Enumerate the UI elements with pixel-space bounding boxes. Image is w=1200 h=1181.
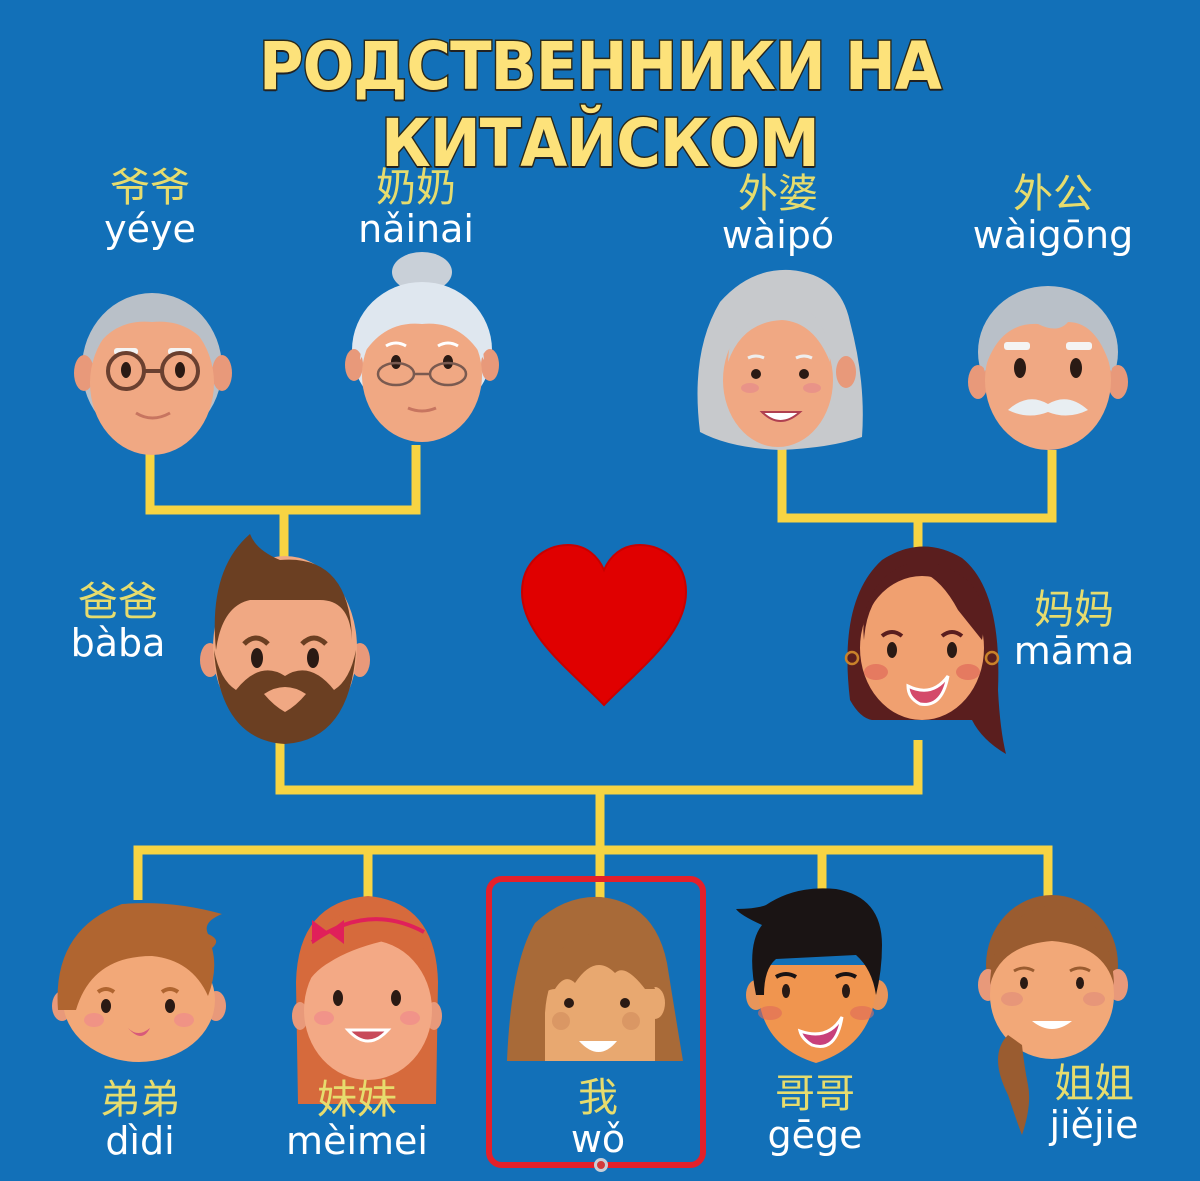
label-older-sister: 姐姐 jiějie [1050,1064,1139,1144]
pinyin: wàigōng [972,213,1134,257]
hanzi: 姐姐 [1054,1061,1134,1107]
label-father: 爸爸 bàba [71,582,166,662]
older-brother-face [736,888,888,1063]
label-maternal-grandfather: 外公 wàigōng [973,174,1134,254]
page-title: РОДСТВЕННИКИ НА КИТАЙСКОМ [258,27,944,184]
me-highlight-box [486,876,706,1168]
label-me: 我 wǒ [571,1078,625,1158]
label-mother: 妈妈 māma [1014,590,1135,670]
hanzi: 奶奶 [375,165,456,211]
hanzi: 我 [577,1075,618,1121]
pinyin: nǎinai [358,207,474,251]
pinyin: bàba [70,621,166,665]
hanzi: 爷爷 [109,165,190,211]
paternal-grandmother-face [345,252,499,442]
pinyin: māma [1013,629,1135,673]
pinyin: wàipó [721,213,835,257]
maternal-grandmother-face [697,269,863,450]
pinyin: dìdi [105,1119,175,1163]
pinyin: jiějie [1049,1103,1139,1147]
label-younger-brother: 弟弟 dìdi [100,1080,180,1160]
cursor-indicator-icon [594,1158,608,1172]
label-maternal-grandmother: 外婆 wàipó [722,174,834,254]
hanzi: 哥哥 [775,1071,855,1117]
younger-sister-face [292,896,442,1104]
label-paternal-grandfather: 爷爷 yéye [104,168,196,248]
pinyin: wǒ [570,1117,626,1161]
hanzi: 外公 [1013,171,1093,217]
hanzi: 妈妈 [1033,587,1114,633]
hanzi: 妹妹 [317,1077,397,1123]
pinyin: mèimei [286,1119,428,1163]
father-face [200,534,370,744]
younger-brother-face [52,903,226,1062]
me-face [507,896,683,1061]
pinyin: yéye [104,207,196,251]
pinyin: gēge [767,1113,863,1157]
hanzi: 弟弟 [100,1077,180,1123]
mother-face [844,546,1006,754]
label-younger-sister: 妹妹 mèimei [286,1080,428,1160]
paternal-grandfather-face [74,293,232,455]
maternal-grandfather-face [968,286,1128,450]
heart-icon [520,543,688,707]
label-paternal-grandmother: 奶奶 nǎinai [358,168,474,248]
hanzi: 外婆 [737,171,818,217]
older-sister-face [978,895,1128,1135]
label-older-brother: 哥哥 gēge [768,1074,863,1154]
hanzi: 爸爸 [77,579,158,625]
